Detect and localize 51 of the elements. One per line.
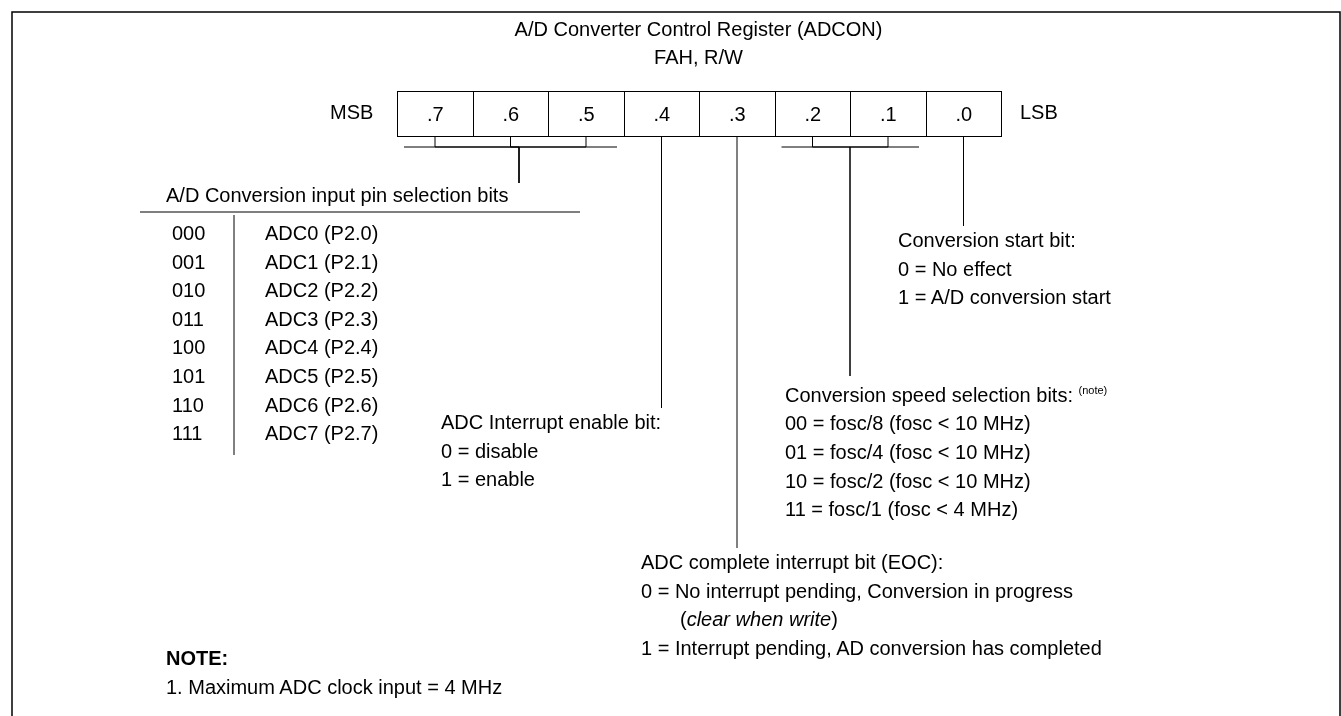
pin-name: ADC4 (P2.4) [265,335,379,360]
description-heading: Conversion start bit: [898,228,1076,253]
description-heading: Conversion speed selection bits: $^{(note)}$ [785,382,1108,408]
pin-name: ADC0 (P2.0) [265,221,379,245]
bit-code: 100 [172,335,206,360]
lsb-label: LSB [1020,100,1058,124]
bit-cell: .0 [925,91,1002,137]
bit-cell: .6 [472,91,549,137]
description-line: 10 = fosc/2 (fosc < 10 MHz) [785,468,1031,494]
note-text: 1. Maximum ADC clock input = 4 MHz [166,675,503,699]
bit-code: 110 [172,392,204,417]
leader-line [736,135,738,549]
bit-cell: .3 [699,91,776,137]
bit-cell: .2 [774,91,851,137]
leader-line [963,135,964,227]
description-line: 1 = enable [441,467,535,493]
description-line: 11 = fosc/1 (fosc < 4 MHz) [785,497,1019,523]
bit-code: 010 [172,278,206,303]
pin-name: ADC2 (P2.2) [265,278,379,303]
description-line: (clear when write) [680,607,838,633]
bit-cell: .4 [623,91,700,137]
address-access: FAH, R/W [653,45,744,69]
description-heading: ADC Interrupt enable bit: [441,410,662,435]
pin-name: ADC5 (P2.5) [265,364,379,388]
description-line: 00 = fosc/8 (fosc < 10 MHz) [785,411,1031,437]
pin-name: ADC1 (P2.1) [265,249,379,274]
leader-line [518,135,587,184]
description-heading: ADC complete interrupt bit (EOC): [641,550,944,575]
note-heading: NOTE: [166,646,229,670]
bit-cell: .1 [850,91,927,137]
bit-cell: .7 [397,91,474,137]
description-line: 0 = No effect [898,256,1012,282]
leader-line [661,135,662,409]
description-line: 1 = A/D conversion start [898,285,1111,311]
description-line: 1 = Interrupt pending, AD conversion has completed [641,636,1102,662]
description-heading: A/D Conversion input pin selection bits [166,183,509,207]
pin-name: ADC6 (P2.6) [265,392,379,417]
leader-line [849,135,889,377]
bit-code: 000 [172,221,206,245]
description-line: 0 = No interrupt pending, Conversion in progress [641,578,1073,604]
description-line: 01 = fosc/4 (fosc < 10 MHz) [785,440,1031,466]
description-line: 0 = disable [441,438,539,464]
bit-code: 001 [172,249,206,274]
bit-cell: .5 [548,91,625,137]
msb-label: MSB [330,100,374,124]
bit-code: 011 [172,306,204,331]
pin-name: ADC7 (P2.7) [265,421,379,446]
bit-code: 111 [172,421,203,446]
register-title: A/D Converter Control Register (ADCON) [513,17,884,41]
pin-name: ADC3 (P2.3) [265,306,379,331]
bit-code: 101 [172,364,206,388]
